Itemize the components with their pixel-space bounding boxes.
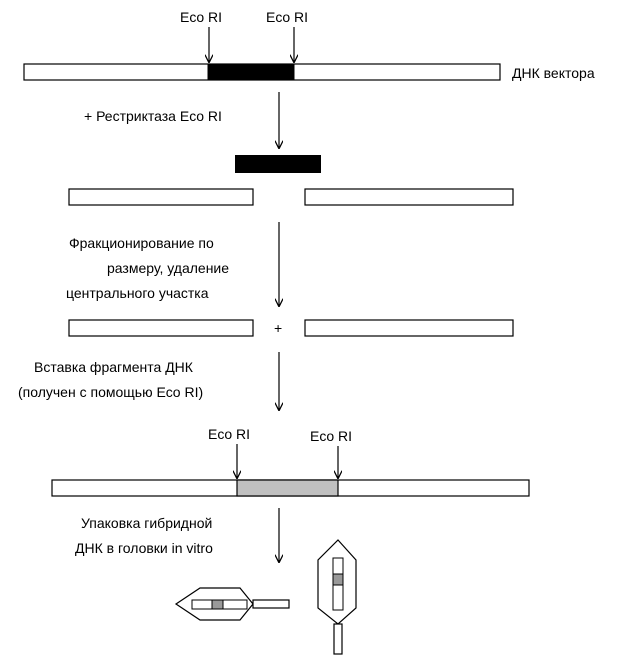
eco-ri-label-3: Eco RI (208, 426, 250, 442)
arm-right-purified (304, 319, 514, 337)
vector-dna-label: ДНК вектора (512, 65, 595, 81)
step1-label: + Рестриктаза Eco RI (84, 108, 222, 124)
vector-left-arm (68, 188, 254, 206)
step2-label-line3: центрального участка (66, 285, 209, 301)
step2-label-line1: Фракционирование по (69, 235, 214, 251)
eco-ri-label-4: Eco RI (310, 428, 352, 444)
vector-right-arm (304, 188, 514, 206)
step2-label-line2: размеру, удаление (107, 260, 229, 276)
phage-particle-vertical (317, 539, 357, 655)
step3-label-line2: (получен с помощью Eco RI) (18, 384, 203, 400)
plus-sign: + (274, 320, 282, 336)
step3-label-line1: Вставка фрагмента ДНК (34, 359, 194, 375)
step4-label-line1: Упаковка гибридной (81, 515, 212, 531)
phage-particle-horizontal (174, 587, 290, 621)
hybrid-dna-insert-segment (236, 479, 339, 497)
arm-left-purified (68, 319, 254, 337)
eco-ri-label-2: Eco RI (266, 9, 308, 25)
vector-dna-insert-segment (207, 63, 295, 81)
excised-fragment (235, 155, 321, 173)
eco-ri-label-1: Eco RI (180, 9, 222, 25)
step4-label-line2: ДНК в головки in vitro (75, 540, 213, 556)
